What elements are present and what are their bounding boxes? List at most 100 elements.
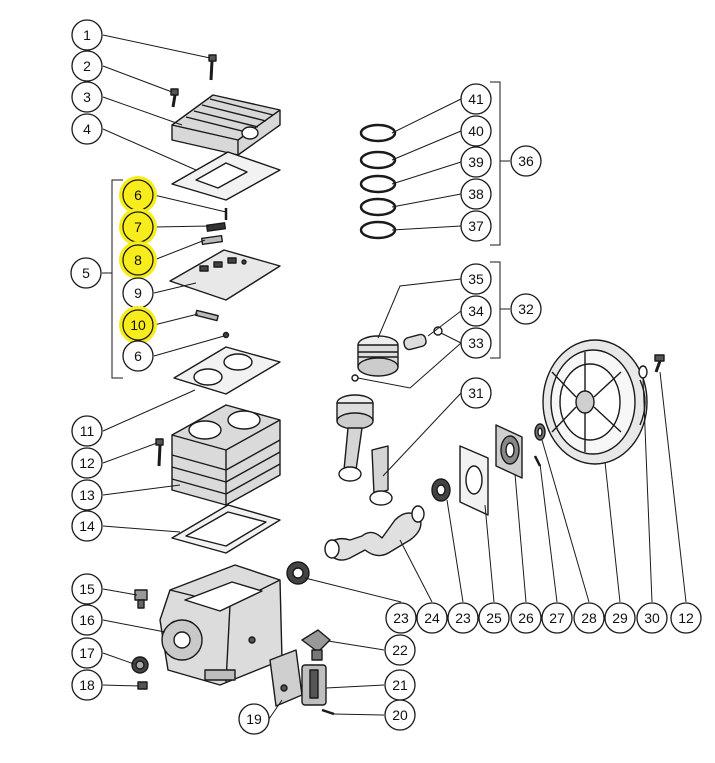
- callout-37: 37: [460, 210, 492, 242]
- callout-7-highlighted: 7: [119, 208, 157, 246]
- callout-circle: [71, 50, 103, 82]
- callout-1: 1: [71, 19, 103, 51]
- callout-16: 16: [71, 604, 103, 636]
- part-10-valve-reed: [194, 309, 219, 322]
- callout-label: 15: [79, 581, 95, 597]
- part-29-flywheel: [542, 339, 648, 465]
- callout-circle: [71, 447, 103, 479]
- part-15-breather-plug: [134, 589, 148, 609]
- callout-circle: [70, 257, 102, 289]
- part-12-bolt-right: [654, 354, 665, 373]
- part-21-valve-body: [301, 664, 327, 706]
- callout-label: 25: [486, 610, 502, 626]
- callout-label: 9: [134, 285, 142, 301]
- callout-label: 32: [518, 301, 534, 317]
- part-26-bearing-cover: [495, 424, 523, 479]
- part-4-head-gasket: [171, 151, 281, 201]
- callout-label: 12: [678, 610, 694, 626]
- callout-label: 36: [518, 153, 534, 169]
- callout-9: 9: [122, 277, 154, 309]
- callout-label: 6: [134, 348, 142, 364]
- callout-circle: [460, 146, 492, 178]
- callout-label: 35: [468, 271, 484, 287]
- callout-14: 14: [71, 510, 103, 542]
- callout-28: 28: [573, 602, 605, 634]
- callout-20: 20: [384, 699, 416, 731]
- part-12-bolt: [155, 438, 164, 467]
- callout-39: 39: [460, 146, 492, 178]
- part-20-screw: [321, 708, 335, 716]
- callout-26: 26: [510, 602, 542, 634]
- callout-36: 36: [510, 145, 542, 177]
- callout-circle: [541, 602, 573, 634]
- part-25-end-gasket: [459, 445, 489, 516]
- callout-12: 12: [670, 602, 702, 634]
- callout-circle: [604, 602, 636, 634]
- callout-label: 27: [549, 610, 565, 626]
- callout-label: 40: [468, 123, 484, 139]
- callout-label: 21: [392, 677, 408, 693]
- callout-label: 23: [455, 610, 471, 626]
- callout-8-highlighted: 8: [119, 241, 157, 279]
- callout-38: 38: [460, 178, 492, 210]
- callout-40: 40: [460, 115, 492, 147]
- callout-label: 8: [134, 252, 142, 268]
- part-16-crankcase: [159, 564, 283, 686]
- callout-15: 15: [71, 573, 103, 605]
- callout-circle: [636, 602, 668, 634]
- part-17-oil-sight-glass: [131, 656, 149, 674]
- part-1-bolt: [208, 54, 217, 81]
- part-35-piston: [357, 335, 399, 377]
- callout-23: 23: [447, 602, 479, 634]
- callout-29: 29: [604, 602, 636, 634]
- callout-circle: [238, 703, 270, 735]
- callout-19: 19: [238, 703, 270, 735]
- part-7-valve-reed: [205, 222, 227, 232]
- callout-30: 30: [636, 602, 668, 634]
- part-6-lower-screw: [222, 331, 230, 339]
- part-rings-stack: [359, 123, 397, 240]
- callout-circle: [71, 479, 103, 511]
- callout-6: 6: [122, 340, 154, 372]
- part-3-cylinder-head: [171, 94, 281, 156]
- callout-label: 10: [130, 317, 146, 333]
- callout-circle: [71, 604, 103, 636]
- callout-label: 38: [468, 186, 484, 202]
- callout-label: 16: [79, 612, 95, 628]
- part-23-bearing-left: [286, 561, 310, 585]
- callout-5: 5: [70, 257, 102, 289]
- callout-bubbles: 1234678591061112131415161718194140393837…: [70, 19, 702, 735]
- callout-label: 31: [468, 385, 484, 401]
- callout-12: 12: [71, 447, 103, 479]
- callout-24: 24: [416, 602, 448, 634]
- part-11-cylinder-gasket: [173, 346, 281, 395]
- callout-circle: [460, 178, 492, 210]
- callout-circle: [71, 81, 103, 113]
- callout-18: 18: [71, 669, 103, 701]
- callout-circle: [460, 115, 492, 147]
- callout-circle: [460, 327, 492, 359]
- part-28-oil-seal: [534, 423, 546, 441]
- callout-label: 41: [468, 91, 484, 107]
- callout-label: 39: [468, 154, 484, 170]
- part-31-connecting-rod: [336, 394, 393, 506]
- callout-label: 11: [80, 423, 95, 439]
- callout-21: 21: [384, 669, 416, 701]
- callout-circle: [416, 602, 448, 634]
- callout-label: 22: [392, 642, 408, 658]
- callout-label: 12: [79, 455, 95, 471]
- callout-33: 33: [460, 327, 492, 359]
- part-18-drain-plug: [137, 681, 148, 690]
- callout-label: 7: [134, 219, 142, 235]
- callout-label: 28: [581, 610, 597, 626]
- callout-label: 1: [83, 27, 91, 43]
- callout-label: 26: [518, 610, 534, 626]
- callout-label: 17: [79, 645, 95, 661]
- callout-23: 23: [385, 602, 417, 634]
- callout-circle: [71, 113, 103, 145]
- callout-circle: [460, 83, 492, 115]
- part-14-base-gasket: [171, 504, 281, 554]
- callout-25: 25: [478, 602, 510, 634]
- callout-label: 29: [612, 610, 628, 626]
